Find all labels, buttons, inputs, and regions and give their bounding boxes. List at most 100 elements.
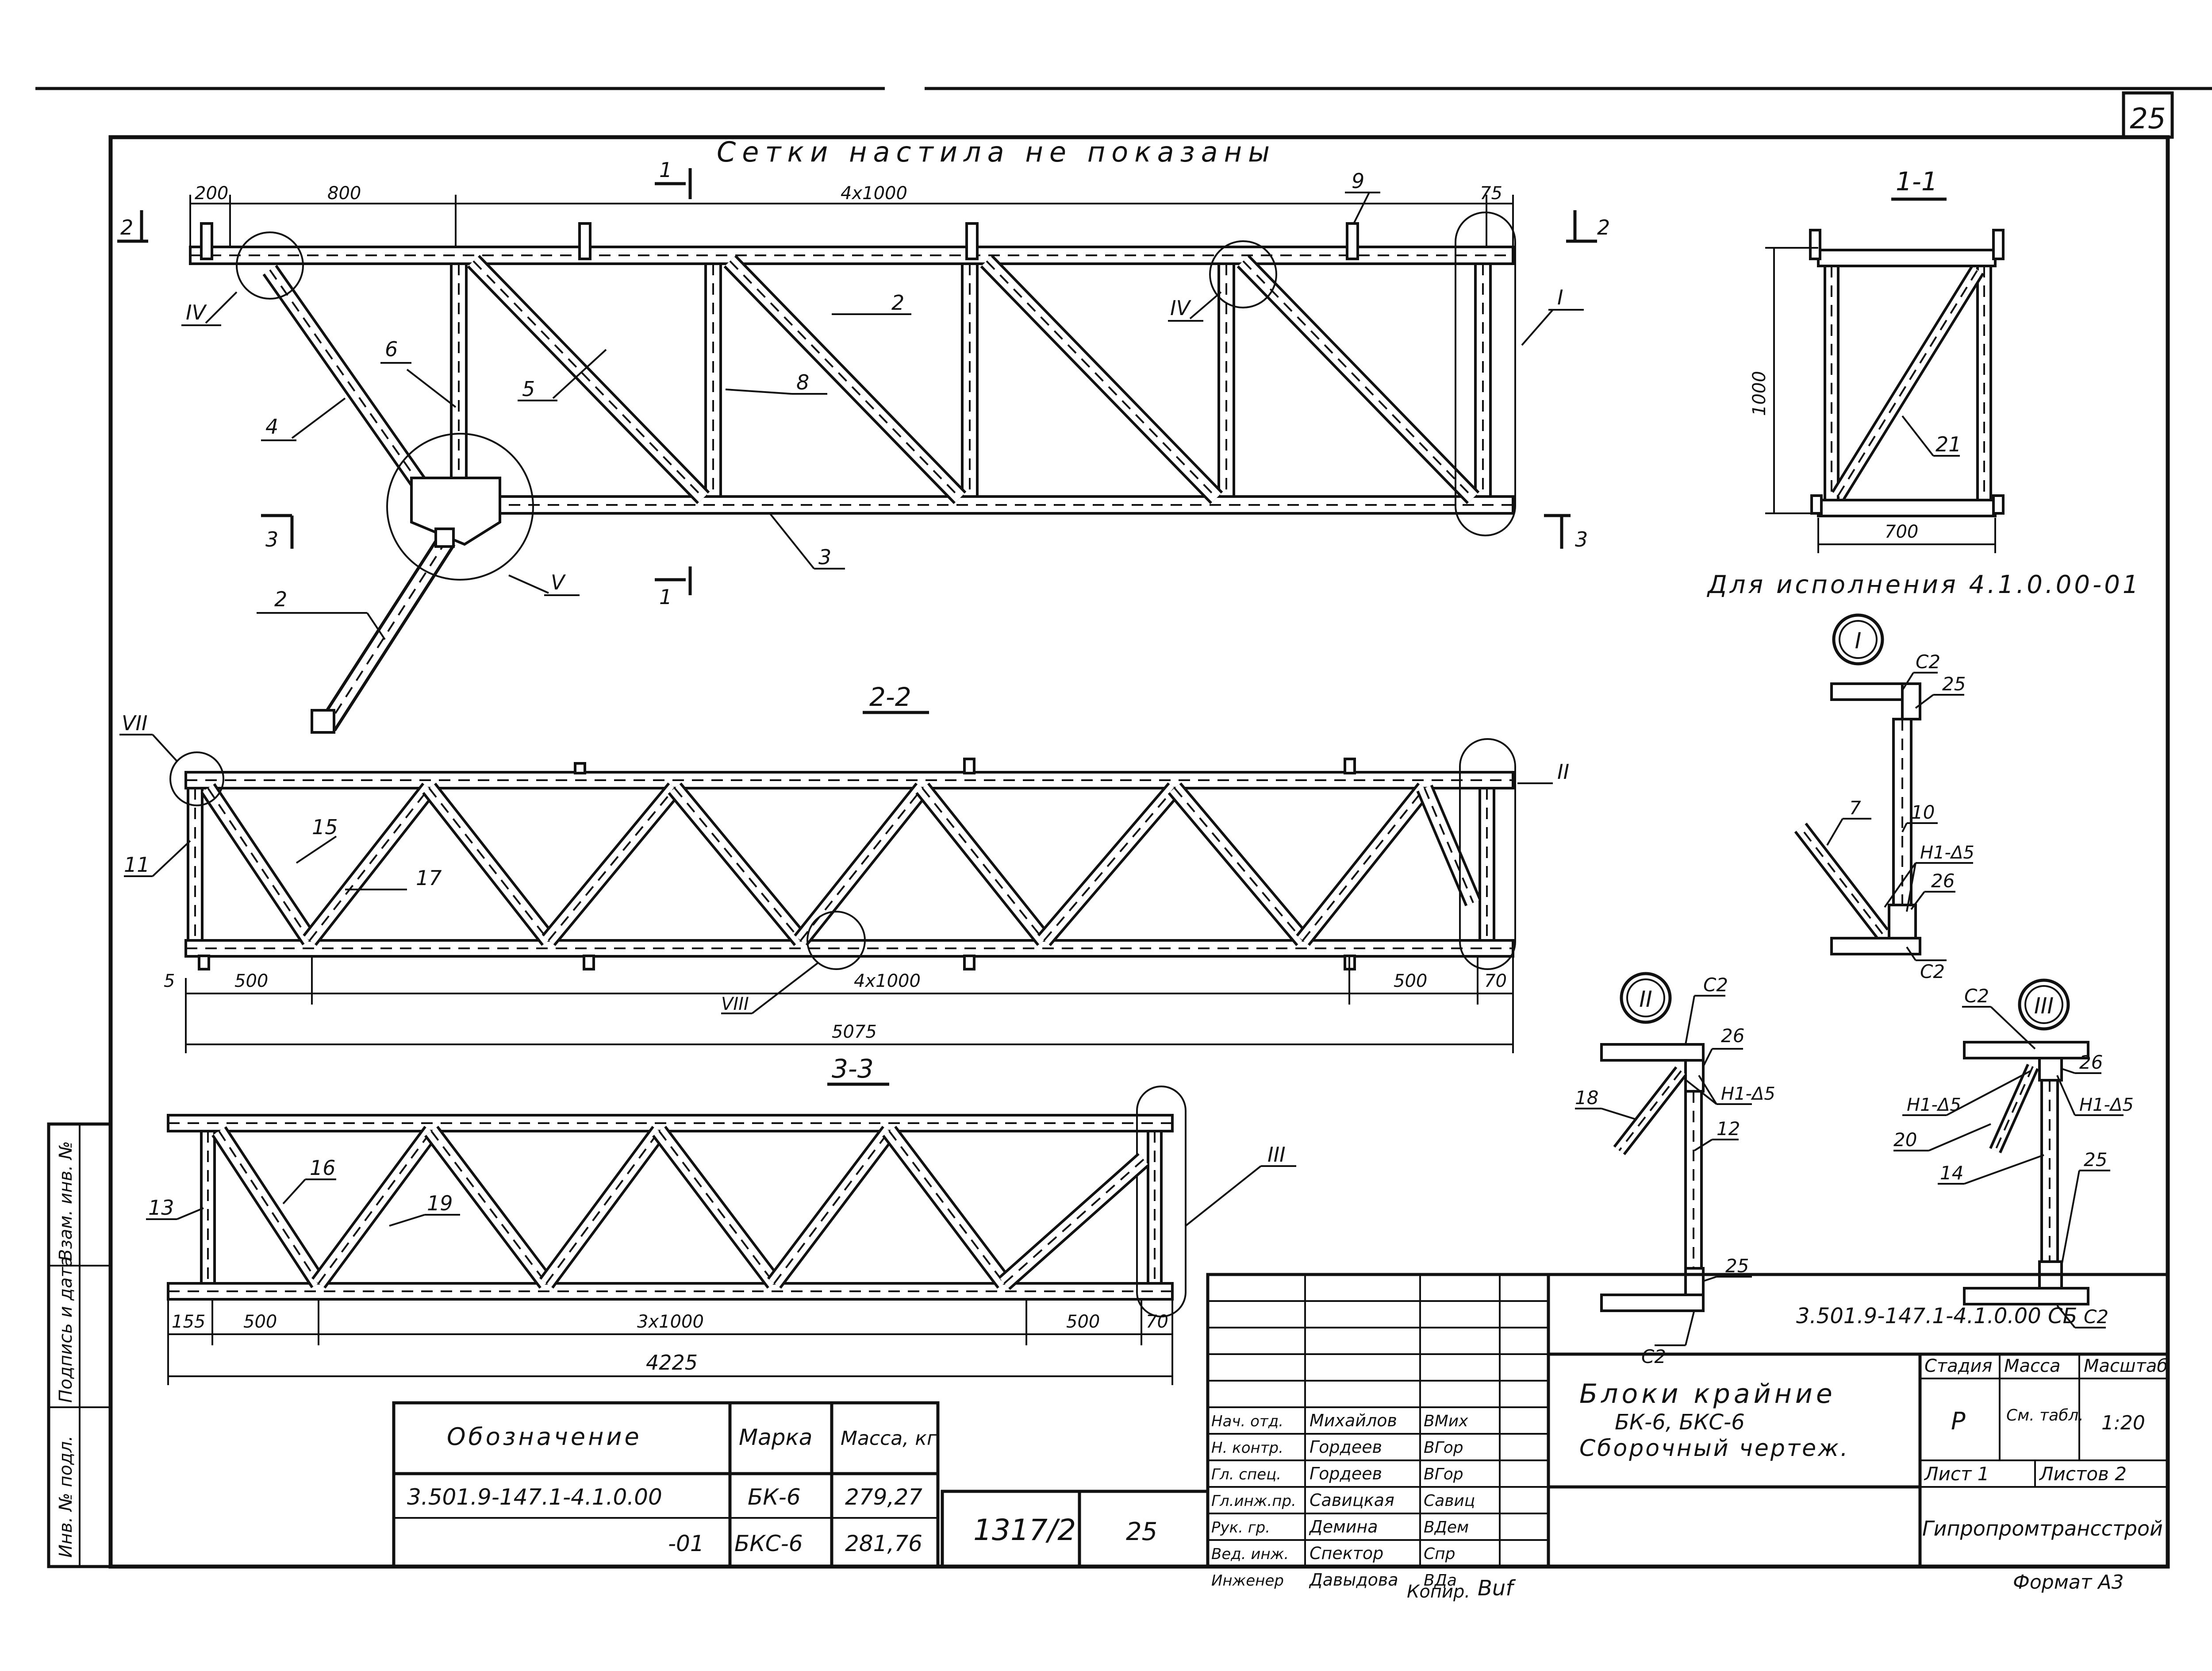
title-line-3: Сборочный чертеж. [1579,1435,1850,1462]
title-line-2: БК-6, БКС-6 [1615,1410,1745,1435]
signer-name: Спектор [1310,1544,1383,1563]
detail-iii-weld-right: Н1-Δ5 [2079,1095,2134,1115]
section-2-2-view [184,771,1514,958]
section-mark-3-left: 3 [265,527,278,551]
detail-i [1794,613,1973,961]
callout-8: 6 [385,337,398,361]
section-3-3-diagonal-axis [218,1130,319,1284]
value-stage: Р [1951,1407,1966,1435]
detail-ii-12: 12 [1717,1118,1740,1140]
page-number: 25 [2130,103,2166,135]
spec-table: Обозначение Марка Масса, кг 3.501.9-147.… [392,1401,940,1568]
dim-700: 700 [1885,522,1918,542]
dim-75: 75 [1480,183,1502,204]
callout-6: 5 [522,377,535,401]
copied-signature: Buf [1478,1576,1516,1601]
dim-500-left: 500 [234,971,268,991]
section-3-3-labels: 3-3 155 500 3х1000 500 70 4225 13 16 19 … [148,1054,1286,1375]
podp-data-label: Подпись и дата [56,1256,76,1403]
detail-mark-vii: VII [122,711,148,735]
dim-4225: 4225 [646,1351,698,1375]
spec-row2-mass: 281,76 [845,1531,922,1556]
header-stage: Стадия [1924,1356,1992,1376]
callout-22: 9 [1352,169,1364,193]
stamp-box-left: 1317/2 [973,1513,1076,1547]
callout-9: 8 [796,370,809,394]
detail-i-25: 25 [1942,673,1966,695]
spec-row1-mass: 279,27 [845,1484,922,1510]
sheet-number: Лист 1 [1924,1463,1989,1485]
spec-row2-mark: БКС-6 [734,1531,803,1556]
signer-sign: ВДем [1424,1518,1469,1536]
title-block [1206,1273,2170,1568]
callout-17: 17 [416,866,442,890]
detail-ii [1575,972,1752,1346]
spec-header-designation: Обозначение [447,1423,642,1451]
signer-role: Вед. инж. [1211,1545,1289,1563]
section-mark-1-bottom: 1 [659,585,672,609]
section-3-3-diagonal-axis [430,1130,547,1284]
detail-i-labels: I С2 25 7 10 Н1-Δ5 26 С2 [1849,628,1974,982]
section-2-2-diagonal-axis [1043,787,1175,941]
detail-mark-i: I [1557,285,1563,309]
detail-i-c2-bottom: С2 [1920,961,1945,982]
detail-mark-viii: VIII [721,994,749,1014]
detail-iii-labels: III С2 26 Н1-Δ5 Н1-Δ5 20 14 25 С2 [1893,985,2134,1328]
detail-iii [1893,978,2124,1328]
main-view-labels: 200 800 4х1000 75 2 3 4 5 6 8 9 2 IV IV … [120,158,1610,611]
copied-label: Копир. [1407,1582,1470,1602]
section-mark-3-right: 3 [1575,527,1588,551]
detail-ii-weld: Н1-Δ5 [1721,1084,1775,1104]
detail-iii-26: 26 [2079,1051,2103,1073]
detail-ii-label: II [1639,986,1652,1012]
section-2-2-diagonals [200,782,1482,947]
callout-19: 19 [427,1191,453,1215]
detail-ii-c2-top: С2 [1703,974,1728,996]
spec-header-mark: Марка [739,1425,812,1450]
signer-name: Демина [1309,1517,1378,1536]
section-3-3-diagonal-axis [773,1130,890,1284]
section-2-2-diagonal-axis [207,787,311,941]
callout-3: 2 [891,291,904,315]
dim-800: 800 [327,183,361,204]
document-code: 3.501.9-147.1-4.1.0.00 СБ [1796,1304,2077,1328]
callout-13: 13 [148,1196,174,1220]
dim-5075: 5075 [832,1022,877,1042]
detail-i-10: 10 [1911,801,1935,823]
dim-70: 70 [1484,971,1507,991]
signer-role: Рук. гр. [1211,1519,1270,1536]
sheets-count: Листов 2 [2039,1463,2127,1485]
section-2-2-diagonal-axis [428,787,549,941]
section-mark-2-right: 2 [1597,216,1610,239]
dim-500-right: 500 [1394,971,1427,991]
spec-row2-designation: -01 [668,1531,704,1556]
detail-ii-c2-bottom: С2 [1641,1346,1666,1367]
dim-4x1000-2-2: 4х1000 [854,971,921,991]
section-3-3-diagonal-axis [658,1130,775,1284]
dim-5: 5 [164,971,175,991]
detail-iii-weld-left: Н1-Δ5 [1907,1095,1961,1115]
side-stamp: Инв. № подл. Подпись и дата Взам. инв. № [47,1122,112,1568]
header-scale: Масштаб [2084,1356,2168,1376]
title-block-labels: 3.501.9-147.1-4.1.0.00 СБ Блоки крайние … [1579,1304,2168,1540]
variant-note: Для исполнения 4.1.0.00-01 [1706,570,2141,599]
detail-i-weld: Н1-Δ5 [1920,843,1974,863]
detail-iii-25: 25 [2084,1149,2107,1170]
detail-iii-c2-bottom: С2 [2084,1306,2108,1328]
dim-70-3-3: 70 [1146,1312,1168,1332]
section-2-2-diagonal-axis [922,787,1045,941]
callout-16: 16 [310,1156,336,1180]
dim-500-left-3-3: 500 [243,1312,277,1332]
detail-mark-iv-left: IV [186,300,207,324]
callout-5: 4 [265,415,278,439]
detail-mark-iii: III [1267,1143,1286,1167]
detail-iii-20: 20 [1893,1129,1917,1151]
section-2-2-diagonal-axis [1174,787,1304,941]
signer-sign: ВМих [1424,1412,1468,1430]
section-3-3-diagonal-fill [1000,1155,1148,1288]
signer-sign: ВГор [1424,1465,1463,1483]
dim-155: 155 [172,1312,205,1332]
section-3-3-diagonal-axis [888,1130,1005,1284]
